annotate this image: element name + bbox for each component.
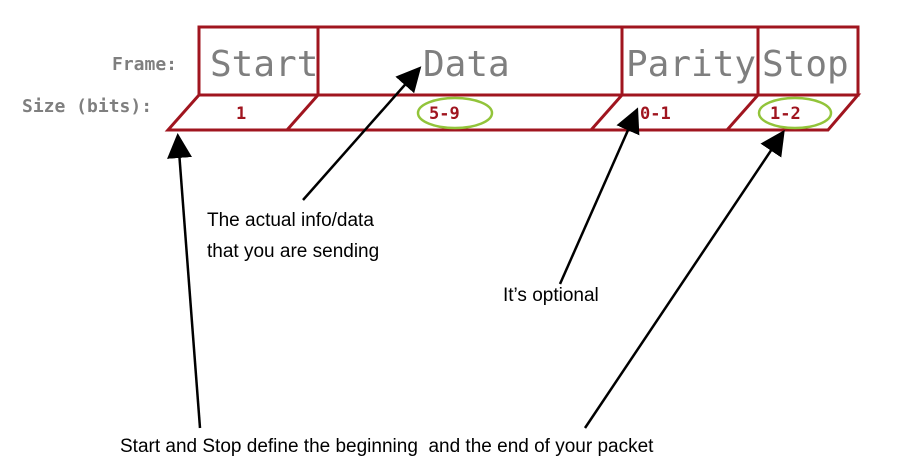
stop-size-value: 1-2 <box>770 104 801 124</box>
size-row <box>164 93 862 132</box>
start-stop-callout: Start and Stop define the beginning and … <box>120 436 654 457</box>
size-row-label: Size (bits): <box>22 96 152 117</box>
data-field-name: Data <box>423 44 510 85</box>
size-divider-3 <box>725 94 760 131</box>
start-field-name: Start <box>210 44 318 85</box>
parity-callout-arrow <box>558 107 640 285</box>
data-size-value: 5-9 <box>429 104 460 124</box>
parity-field-name: Parity <box>626 44 756 85</box>
frame-row-label: Frame: <box>112 54 177 75</box>
parity-callout: It’s optional <box>503 285 599 306</box>
stop-size-highlight <box>757 96 833 130</box>
size-divider-1 <box>285 94 320 131</box>
data-size-highlight <box>416 96 494 130</box>
data-callout-line-1: The actual info/data <box>207 210 374 231</box>
size-row-outline <box>164 93 862 132</box>
data-callout-arrow <box>302 66 422 201</box>
start-callout-arrow <box>167 133 202 429</box>
stop-callout-arrow <box>583 129 785 429</box>
size-divider-2 <box>589 94 624 131</box>
stop-field-name: Stop <box>762 44 849 85</box>
start-size-value: 1 <box>236 104 246 124</box>
parity-size-value: 0-1 <box>640 104 671 124</box>
data-callout-line-2: that you are sending <box>207 241 379 262</box>
